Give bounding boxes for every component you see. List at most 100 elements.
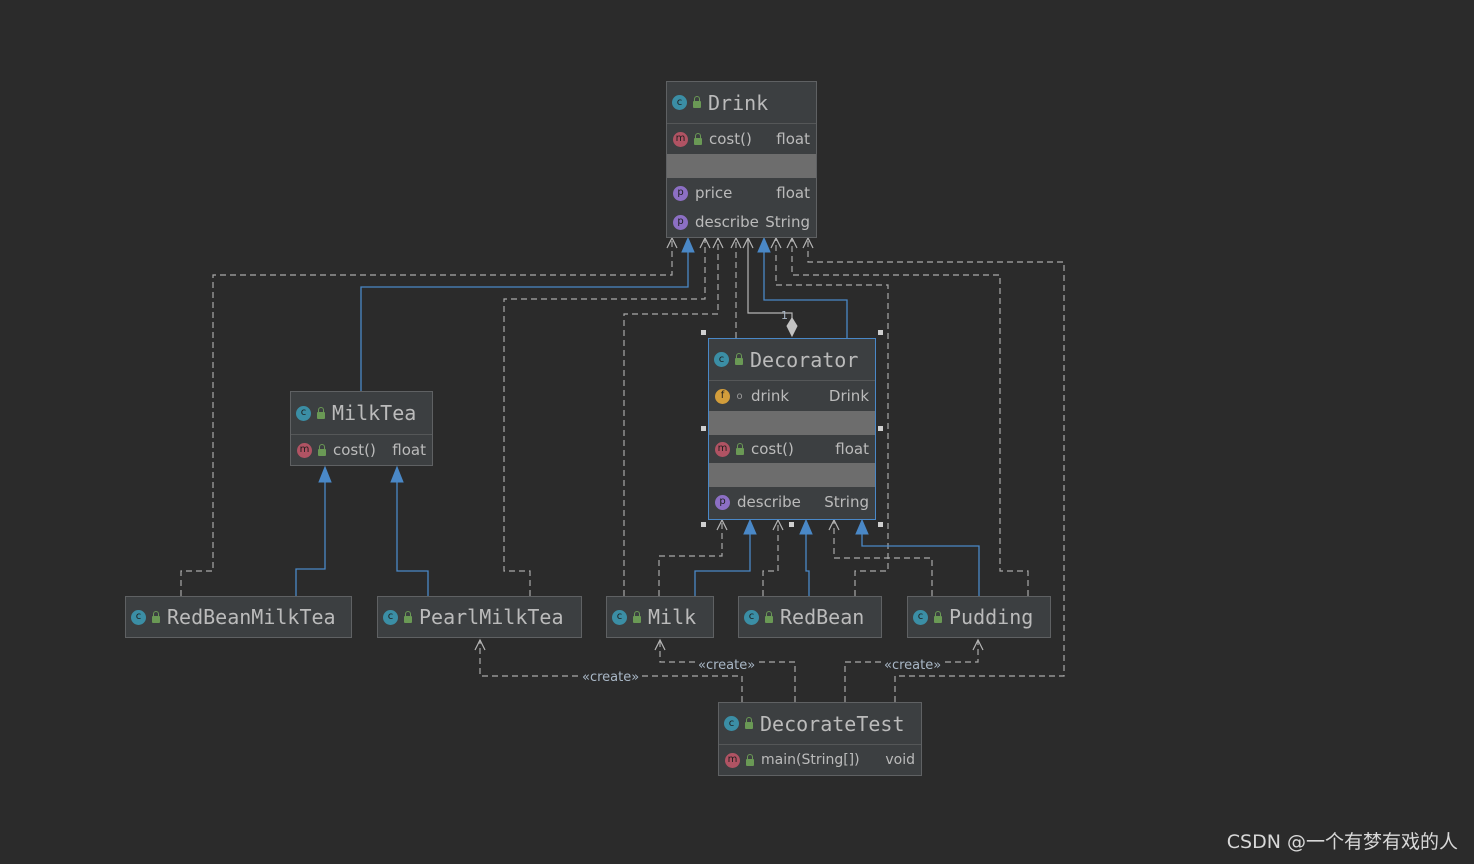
public-lock-icon — [736, 442, 744, 455]
selection-handle[interactable] — [878, 426, 883, 431]
public-lock-icon — [152, 610, 160, 623]
class-icon: c — [672, 95, 687, 110]
property-type: String — [824, 493, 869, 511]
field-type: Drink — [828, 387, 869, 405]
property-name: describe — [695, 213, 759, 231]
public-lock-icon — [317, 406, 325, 419]
class-node-redbean[interactable]: c RedBean — [738, 596, 882, 638]
method-icon: m — [673, 131, 688, 147]
class-icon: c — [913, 609, 928, 625]
class-name: PearlMilkTea — [419, 605, 564, 629]
compartment-separator — [709, 463, 875, 487]
method-name: cost() — [751, 440, 794, 458]
class-header: c Decorator — [709, 339, 875, 381]
class-header: c RedBean — [739, 597, 881, 637]
create-label-pudding: «create» — [883, 658, 943, 673]
method-type: float — [776, 130, 810, 148]
class-node-pudding[interactable]: c Pudding — [907, 596, 1051, 638]
method-row[interactable]: m main(String[]) void — [719, 745, 921, 775]
dependency-edges-drink — [180, 238, 1065, 702]
property-row[interactable]: p describe String — [709, 487, 875, 517]
class-node-drink[interactable]: c Drink m cost() float p price float p d… — [666, 81, 817, 238]
class-name: RedBean — [780, 605, 865, 629]
edge-pudding-decorator-inh — [861, 532, 980, 596]
multiplicity-label: 1 — [781, 309, 788, 322]
class-icon: c — [383, 609, 398, 625]
property-icon: p — [673, 214, 688, 230]
public-lock-icon — [694, 132, 702, 145]
class-icon: c — [714, 352, 729, 367]
property-name: price — [695, 184, 733, 202]
selection-handle[interactable] — [701, 522, 706, 527]
aggregation-edge — [742, 236, 793, 320]
method-row[interactable]: m cost() float — [291, 435, 432, 465]
method-type: void — [885, 752, 915, 768]
edge-pearlmilktea-milktea — [396, 480, 429, 596]
selection-handle[interactable] — [701, 426, 706, 431]
method-icon: m — [715, 441, 730, 457]
method-row[interactable]: m cost() float — [709, 435, 875, 463]
edge-milk-decorator-inh — [694, 532, 751, 596]
class-name: Decorator — [750, 347, 859, 372]
class-name: MilkTea — [332, 401, 417, 425]
class-name: Milk — [648, 605, 697, 629]
static-method-icon: m — [725, 752, 740, 768]
property-name: describe — [737, 493, 801, 511]
runnable-class-icon: c — [724, 716, 739, 731]
edge-pearlmilktea-drink — [503, 238, 706, 596]
class-node-pearlmilktea[interactable]: c PearlMilkTea — [377, 596, 582, 638]
edge-redbeanmilktea-milktea — [295, 480, 326, 596]
selection-handle[interactable] — [701, 330, 706, 335]
method-icon: m — [297, 442, 312, 458]
public-lock-icon — [745, 717, 753, 729]
class-header: c Drink — [667, 82, 816, 124]
inheritance-arrowheads — [318, 236, 869, 535]
selection-handle[interactable] — [878, 522, 883, 527]
edge-redbean-decorator — [762, 520, 779, 596]
class-node-decoratetest[interactable]: c DecorateTest m main(String[]) void — [718, 702, 922, 776]
selection-handle[interactable] — [878, 330, 883, 335]
public-lock-icon — [735, 353, 743, 365]
class-header: c MilkTea — [291, 392, 432, 435]
property-type: String — [765, 213, 810, 231]
property-row[interactable]: p describe String — [667, 208, 816, 236]
create-label-milk: «create» — [697, 658, 757, 673]
field-icon: f — [715, 388, 730, 404]
class-node-milk[interactable]: c Milk — [606, 596, 714, 638]
inheritance-edges — [295, 250, 980, 596]
class-name: Drink — [708, 90, 769, 115]
method-name: cost() — [709, 130, 752, 148]
selection-handle[interactable] — [789, 522, 794, 527]
edge-redbean-decorator-inh — [805, 532, 810, 596]
method-row[interactable]: m cost() float — [667, 124, 816, 154]
class-icon: c — [612, 609, 627, 625]
class-icon: c — [744, 609, 759, 625]
class-icon: c — [131, 609, 146, 625]
public-lock-icon — [765, 610, 773, 623]
field-row[interactable]: f o drink Drink — [709, 381, 875, 411]
edge-redbean-drink — [775, 238, 889, 596]
class-header: c PearlMilkTea — [378, 597, 581, 637]
field-name: drink — [751, 387, 790, 405]
class-node-redbeanmilktea[interactable]: c RedBeanMilkTea — [125, 596, 352, 638]
property-type: float — [776, 184, 810, 202]
edge-create-pearl — [479, 640, 743, 702]
property-icon: p — [673, 185, 688, 201]
method-type: float — [835, 440, 869, 458]
property-row[interactable]: p price float — [667, 178, 816, 208]
dependency-edges-decorator — [658, 520, 933, 596]
edge-redbeanmilktea-drink — [180, 238, 673, 596]
compartment-separator — [709, 411, 875, 435]
compartment-separator — [667, 154, 816, 178]
class-node-decorator[interactable]: c Decorator f o drink Drink m cost() flo… — [708, 338, 876, 520]
dependency-arrowheads — [474, 236, 984, 651]
edge-decorator-drink — [763, 250, 848, 338]
class-node-milktea[interactable]: c MilkTea m cost() float — [290, 391, 433, 466]
class-header: c Pudding — [908, 597, 1050, 637]
method-type: float — [392, 441, 426, 459]
public-lock-icon — [746, 753, 754, 766]
method-name: cost() — [333, 441, 376, 459]
public-lock-icon — [633, 610, 641, 623]
public-lock-icon — [318, 443, 326, 456]
